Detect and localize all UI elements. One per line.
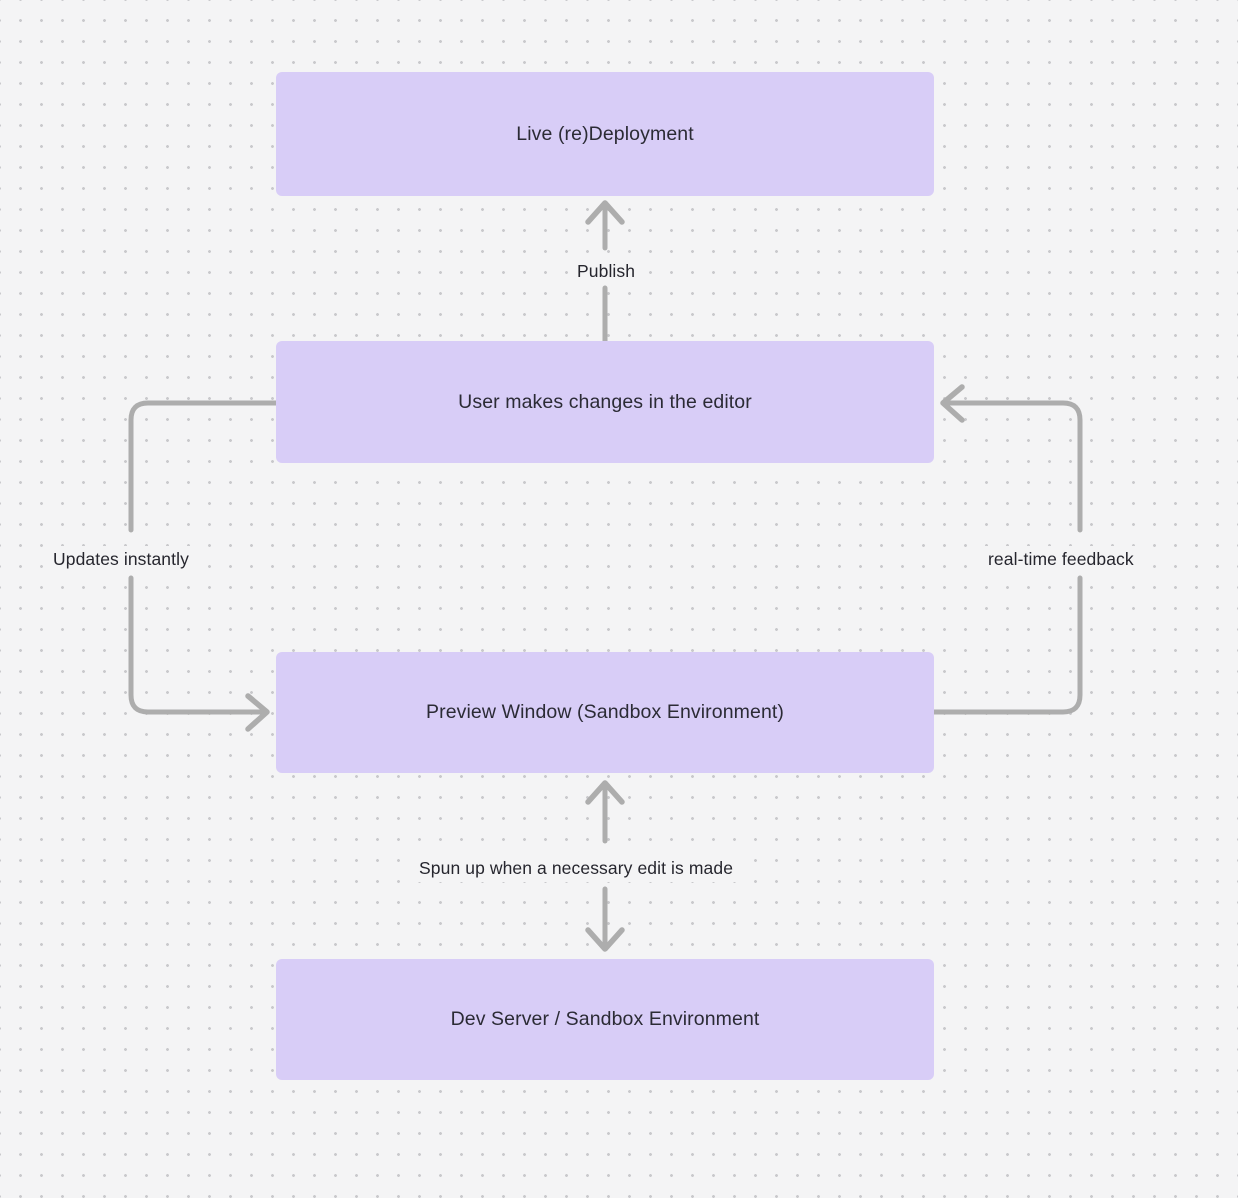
edge-spunup-arrowhead-up [585,780,625,805]
node-preview-window[interactable]: Preview Window (Sandbox Environment) [276,652,934,773]
edge-label-spun-up: Spun up when a necessary edit is made [412,855,741,882]
edge-realtime-arrowhead-left [940,384,965,423]
edge-spunup-arrowhead-down [585,927,625,952]
edge-label-updates-instantly: Updates instantly [46,546,196,573]
edge-label-publish: Publish [570,258,643,285]
node-user-makes-changes[interactable]: User makes changes in the editor [276,341,934,463]
edge-updates-lower-segment [128,575,265,715]
edge-realtime-lower-segment [931,575,1083,715]
edge-publish-arrowhead-up [585,200,625,225]
edge-label-realtime-feedback: real-time feedback [981,546,1141,573]
edge-updates-arrowhead-right [245,693,270,732]
edge-realtime-upper-segment [945,400,1083,533]
node-live-redeployment[interactable]: Live (re)Deployment [276,72,934,196]
edge-updates-upper-segment [128,400,279,533]
node-dev-server[interactable]: Dev Server / Sandbox Environment [276,959,934,1080]
